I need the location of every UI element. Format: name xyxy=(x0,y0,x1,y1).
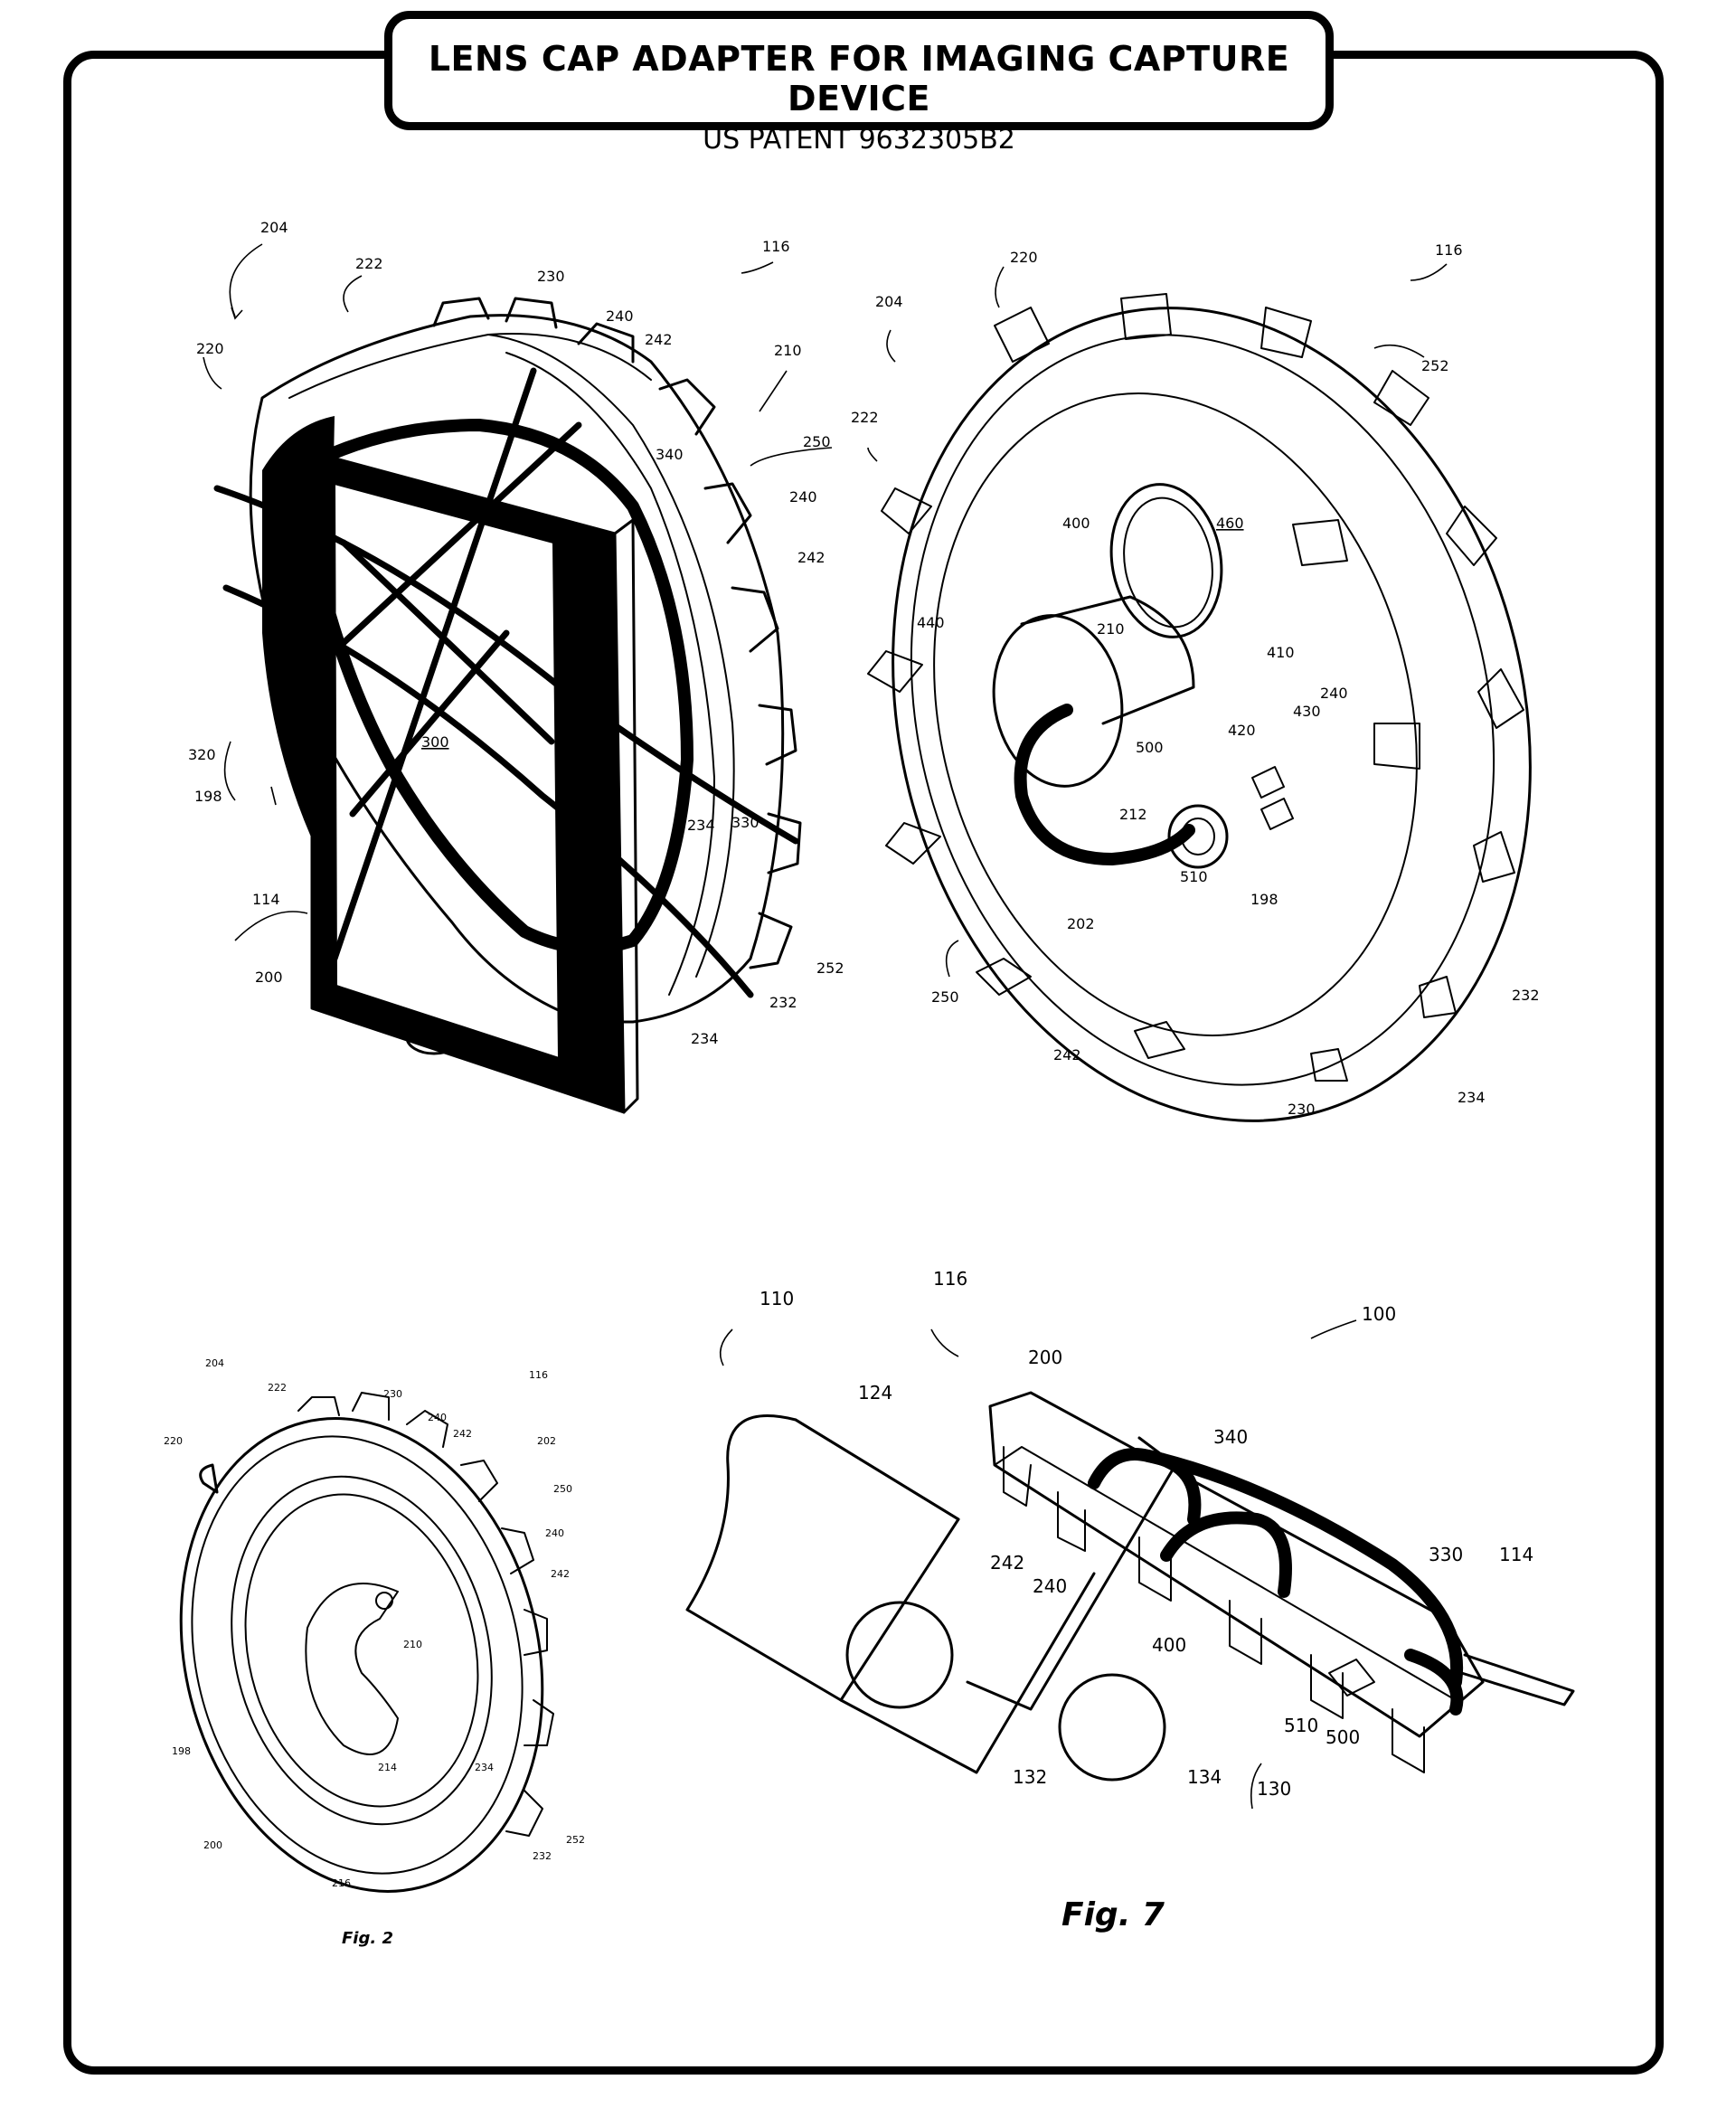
ref-410: 410 xyxy=(1267,644,1295,661)
ref-116: 116 xyxy=(762,238,790,255)
ref-340: 340 xyxy=(1213,1426,1248,1448)
labels-cap-front-figure: 204 222 116 220 230 240 242 202 250 240 … xyxy=(164,1357,585,1889)
figure-camera-assembly xyxy=(685,1391,1575,1782)
ref-110: 110 xyxy=(760,1288,794,1309)
ref-240: 240 xyxy=(1033,1575,1067,1597)
figure-caption-fig2: Fig. 2 xyxy=(342,1929,393,1948)
ref-242: 242 xyxy=(453,1428,472,1440)
ref-234: 234 xyxy=(475,1762,494,1773)
ref-252: 252 xyxy=(816,959,844,977)
figure-cap-front xyxy=(179,1392,554,1893)
ref-250: 250 xyxy=(803,433,831,450)
page-title: LENS CAP ADAPTER FOR IMAGING CAPTURE DEV… xyxy=(428,39,1290,118)
ref-234: 234 xyxy=(691,1030,719,1047)
ref-510: 510 xyxy=(1284,1715,1318,1736)
ref-220: 220 xyxy=(1010,249,1038,266)
ref-116: 116 xyxy=(1435,241,1463,259)
ref-510: 510 xyxy=(1180,868,1208,885)
ref-198: 198 xyxy=(194,788,222,805)
ref-210: 210 xyxy=(774,342,802,359)
ref-216: 216 xyxy=(332,1877,351,1889)
ref-250: 250 xyxy=(931,988,959,1006)
ref-130: 130 xyxy=(1257,1778,1291,1800)
ref-242: 242 xyxy=(797,549,826,566)
ref-320: 320 xyxy=(188,746,216,763)
ref-220: 220 xyxy=(196,340,224,357)
ref-430: 430 xyxy=(1293,703,1321,720)
ref-252: 252 xyxy=(566,1834,585,1846)
ref-400: 400 xyxy=(1062,515,1090,532)
ref-240: 240 xyxy=(428,1412,447,1423)
ref-200: 200 xyxy=(255,969,283,986)
ref-240: 240 xyxy=(606,307,634,325)
ref-214: 214 xyxy=(378,1762,397,1773)
figure-caption-fig7: Fig. 7 xyxy=(1061,1896,1165,1933)
ref-310: 310 xyxy=(421,1027,449,1045)
labels-phone-figure: 204 222 220 230 240 242 116 210 250 340 … xyxy=(188,219,844,1047)
ref-230: 230 xyxy=(1288,1101,1316,1118)
ref-240: 240 xyxy=(1320,685,1348,702)
ref-114: 114 xyxy=(252,891,280,908)
ref-242: 242 xyxy=(990,1552,1024,1574)
ref-330: 330 xyxy=(1429,1544,1463,1565)
leader-lines xyxy=(203,243,1448,1810)
figure-phone-with-cap xyxy=(213,297,802,1114)
ref-202: 202 xyxy=(1067,915,1095,932)
ref-500: 500 xyxy=(1326,1726,1360,1748)
ref-100: 100 xyxy=(1362,1303,1396,1325)
figure-cap-interior xyxy=(867,293,1532,1122)
patent-number: US PATENT 9632305B2 xyxy=(703,124,1015,156)
labels-camera-figure: 110 116 100 124 200 340 242 240 400 330 … xyxy=(760,1268,1533,1800)
ref-440: 440 xyxy=(917,614,945,631)
ref-240: 240 xyxy=(545,1527,564,1539)
ref-222: 222 xyxy=(268,1382,287,1394)
ref-252: 252 xyxy=(1421,357,1449,374)
ref-230: 230 xyxy=(537,268,565,285)
ref-232: 232 xyxy=(533,1850,552,1862)
ref-198: 198 xyxy=(1250,891,1278,908)
ref-114: 114 xyxy=(1499,1544,1533,1565)
labels-cap-interior-figure: 220 116 204 252 222 400 460 440 210 410 … xyxy=(851,241,1540,1118)
ref-134: 134 xyxy=(1187,1766,1222,1788)
ref-330: 330 xyxy=(731,814,760,831)
ref-300: 300 xyxy=(421,733,449,751)
ref-400: 400 xyxy=(1152,1634,1186,1656)
ref-210: 210 xyxy=(403,1639,422,1650)
ref-212: 212 xyxy=(1119,806,1147,823)
ref-116: 116 xyxy=(933,1268,967,1290)
ref-200: 200 xyxy=(203,1839,222,1851)
outer-frame xyxy=(63,51,1664,2075)
ref-234: 234 xyxy=(1458,1089,1486,1106)
title-box: LENS CAP ADAPTER FOR IMAGING CAPTURE DEV… xyxy=(384,11,1334,156)
ref-500: 500 xyxy=(1136,739,1164,756)
ref-116: 116 xyxy=(529,1369,548,1381)
ref-132: 132 xyxy=(1013,1766,1047,1788)
ref-242: 242 xyxy=(645,331,673,348)
ref-242: 242 xyxy=(551,1568,570,1580)
ref-220: 220 xyxy=(164,1435,183,1447)
ref-250: 250 xyxy=(553,1483,572,1495)
ref-222: 222 xyxy=(851,409,879,426)
ref-124: 124 xyxy=(858,1382,892,1404)
ref-240: 240 xyxy=(789,488,817,506)
ref-460: 460 xyxy=(1216,515,1244,532)
ref-204: 204 xyxy=(875,293,903,310)
ref-242: 242 xyxy=(1053,1046,1081,1063)
ref-340: 340 xyxy=(656,446,684,463)
ref-204: 204 xyxy=(205,1357,224,1369)
ref-222: 222 xyxy=(355,255,383,272)
ref-232: 232 xyxy=(769,994,797,1011)
ref-232: 232 xyxy=(1512,987,1540,1004)
ref-198: 198 xyxy=(172,1745,191,1757)
ref-204: 204 xyxy=(260,219,288,236)
ref-234: 234 xyxy=(687,817,715,834)
ref-202: 202 xyxy=(537,1435,556,1447)
ref-230: 230 xyxy=(383,1388,402,1400)
ref-420: 420 xyxy=(1228,722,1256,739)
ref-210: 210 xyxy=(1097,620,1125,638)
ref-200: 200 xyxy=(1028,1347,1062,1368)
